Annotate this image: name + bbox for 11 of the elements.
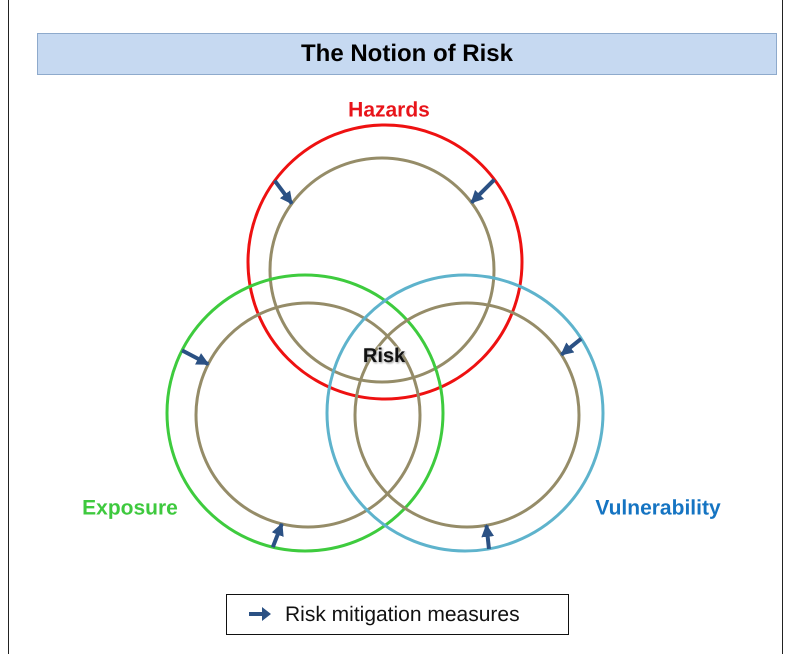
arrow [270, 522, 284, 548]
title-bar: The Notion of Risk [37, 33, 777, 75]
arrow [273, 180, 294, 205]
legend-text: Risk mitigation measures [285, 603, 520, 627]
arrow [181, 348, 210, 366]
circle-heading: Exposure [82, 498, 178, 518]
arrow [470, 178, 496, 204]
arrow [481, 524, 494, 550]
arrow [560, 337, 583, 356]
circle-heading: Hazards [348, 100, 430, 120]
circle-heading: Vulnerability [595, 498, 721, 518]
